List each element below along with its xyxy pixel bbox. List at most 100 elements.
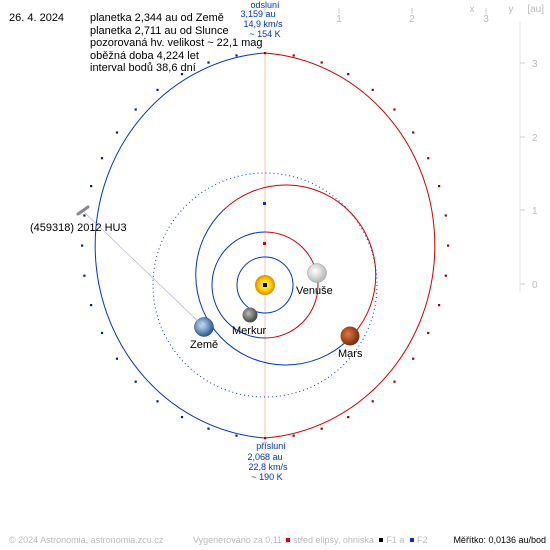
venus-icon	[307, 263, 327, 283]
copyright-text[interactable]: © 2024 Astronomia, astronomia.zcu.cz	[9, 535, 164, 545]
top-axis-x-label: x	[470, 4, 475, 15]
f2-legend-icon	[409, 538, 414, 543]
top-tick-1: 1	[336, 14, 342, 25]
footer-legend: střed elipsy, ohniska F1 a F2	[283, 535, 427, 545]
orbit-point	[100, 157, 104, 160]
focus-f1-marker	[263, 283, 267, 287]
sun-distance-text: planetka 2,711 au od Slunce	[90, 24, 229, 37]
legend-f1-text: F1	[386, 535, 397, 545]
magnitude-text: pozorovaná hv. velikost ~ 22,1 mag	[90, 37, 263, 49]
period-text: oběžná doba 4,224 let	[90, 49, 199, 62]
orbit-point	[438, 185, 441, 188]
ellipse-center-marker	[263, 242, 266, 245]
mars-label: Mars	[338, 348, 363, 360]
legend-center-text: střed elipsy, ohniska	[293, 535, 374, 545]
orbit-point	[90, 304, 93, 307]
center-legend-icon	[286, 538, 290, 543]
asteroid-orbit-points	[81, 52, 450, 440]
orbit-point	[438, 304, 441, 307]
asteroid-icon	[76, 205, 90, 216]
orbit-point	[264, 437, 267, 440]
orbit-point	[235, 434, 238, 437]
orbit-point	[412, 357, 415, 360]
legend-a-text: a	[399, 535, 405, 545]
orbit-point	[412, 131, 415, 134]
mercury-label: Merkur	[232, 325, 267, 337]
right-tick-0: 0	[532, 280, 538, 291]
orbit-point	[115, 357, 119, 360]
orbit-point	[235, 54, 238, 57]
perihelion-speed: 22,8 km/s	[248, 462, 288, 472]
orbit-point	[83, 274, 86, 277]
legend-f2-text: F2	[416, 535, 428, 545]
aphelion-speed: 14,9 km/s	[243, 19, 283, 29]
focus-f2-marker	[263, 202, 266, 205]
orbit-point	[292, 54, 295, 57]
right-tick-3: 3	[532, 59, 538, 70]
orbit-point	[393, 380, 396, 383]
perihelion-temp: ~ 190 K	[251, 472, 282, 482]
earth-label: Země	[190, 339, 218, 351]
scale-text: Měřítko: 0,0136 au/bod	[453, 535, 546, 545]
orbit-point	[371, 400, 374, 403]
orbit-point	[371, 88, 374, 91]
orbit-point	[320, 427, 323, 430]
mercury-icon	[242, 307, 258, 323]
top-tick-3: 3	[483, 14, 489, 25]
orbit-point	[427, 331, 430, 335]
date-label: 26. 4. 2024	[9, 12, 65, 24]
orbit-point	[83, 214, 86, 217]
venus-label: Venuše	[296, 285, 333, 297]
info-block: planetka 2,344 au od Země planetka 2,711…	[90, 12, 263, 75]
asteroid-label: (459318) 2012 HU3	[30, 222, 127, 234]
orbit-point	[90, 185, 93, 188]
asteroid-orbit-above	[264, 52, 436, 439]
orbit-point	[292, 434, 295, 437]
top-axis-unit: [au]	[527, 4, 544, 15]
orbit-point	[180, 416, 184, 419]
top-axis-y-label: y	[509, 4, 514, 15]
aphelion-distance: 3,159 au	[240, 9, 275, 19]
venus-orbit-above	[264, 231, 319, 339]
orbit-point	[180, 73, 184, 76]
right-tick-1: 1	[532, 206, 538, 217]
generated-text: Vygenerováno za 0,11 s	[193, 535, 290, 545]
top-scale: 1 2 3 x y [au]	[264, 4, 544, 25]
orbit-point	[393, 108, 396, 111]
earth-distance-text: planetka 2,344 au od Země	[90, 12, 224, 24]
mars-orbit-above	[223, 184, 377, 341]
perihelion-title: přísluní	[256, 441, 286, 451]
aphelion-title: odsluní	[250, 0, 280, 10]
orbit-point	[347, 416, 350, 419]
aphelion-temp: ~ 154 K	[249, 29, 280, 39]
orbit-point	[207, 61, 210, 64]
orbit-point	[81, 244, 84, 247]
mars-orbit-below	[195, 209, 349, 366]
top-tick-2: 2	[409, 14, 415, 25]
orbit-point	[444, 214, 447, 217]
orbit-point	[156, 88, 159, 91]
orbit-point	[264, 52, 267, 55]
orbit-point	[320, 61, 323, 64]
orbit-point	[347, 73, 350, 76]
orbit-point	[447, 244, 450, 247]
mercury-orbit	[236, 256, 294, 314]
interval-text: interval bodů 38,6 dní	[90, 62, 196, 74]
orbit-point	[100, 331, 104, 335]
venus-orbit-below	[211, 231, 266, 339]
asteroid-orbit-below	[94, 52, 266, 439]
f1-legend-icon	[379, 538, 384, 543]
orbit-point	[134, 380, 137, 383]
orbit-point	[207, 427, 210, 430]
perihelion-distance: 2,068 au	[247, 452, 282, 462]
right-tick-2: 2	[532, 133, 538, 144]
orbit-point	[115, 131, 119, 134]
orbit-point	[156, 400, 159, 403]
orbit-point	[427, 157, 430, 160]
mars-icon	[340, 326, 360, 346]
orbit-point	[444, 274, 447, 277]
orbit-point	[134, 108, 137, 111]
earth-orbit	[152, 172, 378, 398]
right-scale: 3 2 1 0	[519, 22, 538, 292]
